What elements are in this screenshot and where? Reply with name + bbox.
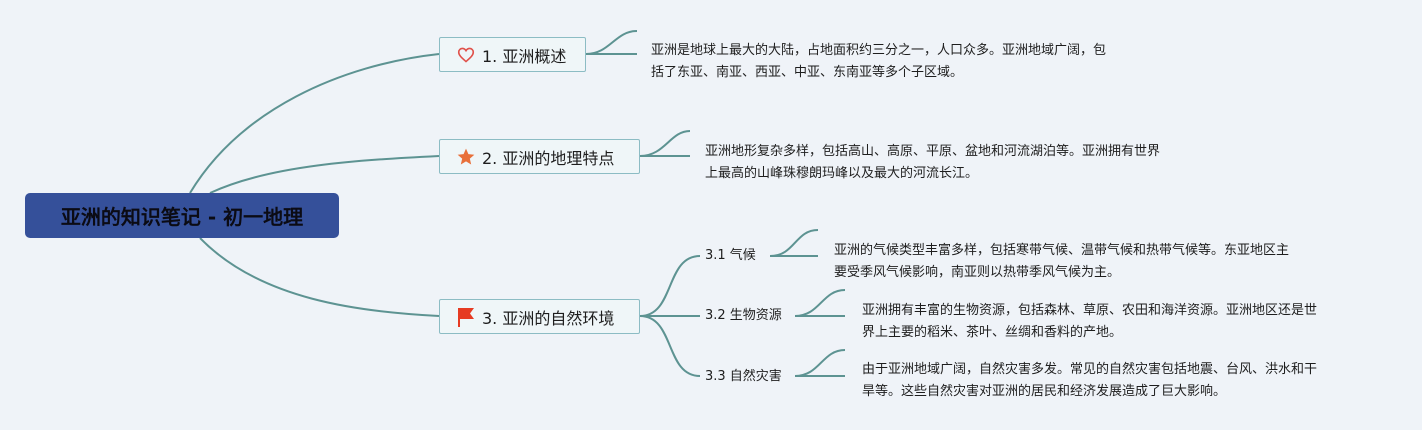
note-overview: 亚洲是地球上最大的大陆，占地面积约三分之一，人口众多。亚洲地域广阔，包 括了东亚…: [651, 40, 1106, 84]
branch-line-3: [199, 237, 440, 317]
note-line: 旱等。这些自然灾害对亚洲的居民和经济发展造成了巨大影响。: [862, 384, 1227, 399]
flag-icon: [456, 307, 476, 327]
root-topic[interactable]: 亚洲的知识笔记 - 初一地理: [25, 193, 339, 238]
topic-title: 3. 亚洲的自然环境: [482, 308, 615, 328]
note-line: 亚洲是地球上最大的大陆，占地面积约三分之一，人口众多。亚洲地域广阔，包: [651, 43, 1107, 58]
note-line: 界上主要的稻米、茶叶、丝绸和香料的产地。: [862, 325, 1123, 340]
topic-title: 1. 亚洲概述: [482, 46, 567, 66]
note-geography: 亚洲地形复杂多样，包括高山、高原、平原、盆地和河流湖泊等。亚洲拥有世界 上最高的…: [705, 141, 1160, 185]
subtopic-bio-resources[interactable]: 3.2 生物资源: [705, 308, 782, 323]
root-title: 亚洲的知识笔记 - 初一地理: [60, 205, 304, 229]
note-line: 要受季风气候影响，南亚则以热带季风气候为主。: [834, 265, 1121, 280]
subtopic-climate[interactable]: 3.1 气候: [705, 248, 756, 263]
star-icon: [456, 147, 476, 167]
sub-line-3: [639, 315, 701, 377]
branch-line-1: [189, 53, 440, 194]
note-line: 上最高的山峰珠穆朗玛峰以及最大的河流长江。: [705, 166, 979, 181]
topic-environment[interactable]: 3. 亚洲的自然环境: [439, 299, 640, 334]
sub-line-1: [639, 255, 701, 317]
note-line: 亚洲拥有丰富的生物资源，包括森林、草原、农田和海洋资源。亚洲地区还是世: [862, 303, 1318, 318]
sub-brace-1: [769, 229, 819, 257]
heart-icon: [456, 45, 476, 65]
note-brace-2: [639, 130, 691, 157]
note-brace-1: [585, 30, 638, 55]
topic-overview[interactable]: 1. 亚洲概述: [439, 37, 586, 72]
sub-brace-3: [794, 349, 846, 377]
sub-brace-2: [794, 289, 846, 318]
note-natural-disasters: 由于亚洲地域广阔，自然灾害多发。常见的自然灾害包括地震、台风、洪水和干 旱等。这…: [862, 359, 1317, 403]
note-line: 括了东亚、南亚、西亚、中亚、东南亚等多个子区域。: [651, 65, 964, 80]
note-climate: 亚洲的气候类型丰富多样，包括寒带气候、温带气候和热带气候等。东亚地区主 要受季风…: [834, 240, 1289, 284]
topic-geography[interactable]: 2. 亚洲的地理特点: [439, 139, 640, 174]
note-line: 由于亚洲地域广阔，自然灾害多发。常见的自然灾害包括地震、台风、洪水和干: [862, 362, 1318, 377]
branch-line-2: [209, 155, 440, 194]
note-line: 亚洲的气候类型丰富多样，包括寒带气候、温带气候和热带气候等。东亚地区主: [834, 243, 1290, 258]
note-line: 亚洲地形复杂多样，包括高山、高原、平原、盆地和河流湖泊等。亚洲拥有世界: [705, 144, 1161, 159]
subtopic-natural-disasters[interactable]: 3.3 自然灾害: [705, 369, 782, 384]
note-bio-resources: 亚洲拥有丰富的生物资源，包括森林、草原、农田和海洋资源。亚洲地区还是世 界上主要…: [862, 300, 1317, 344]
topic-title: 2. 亚洲的地理特点: [482, 148, 615, 168]
